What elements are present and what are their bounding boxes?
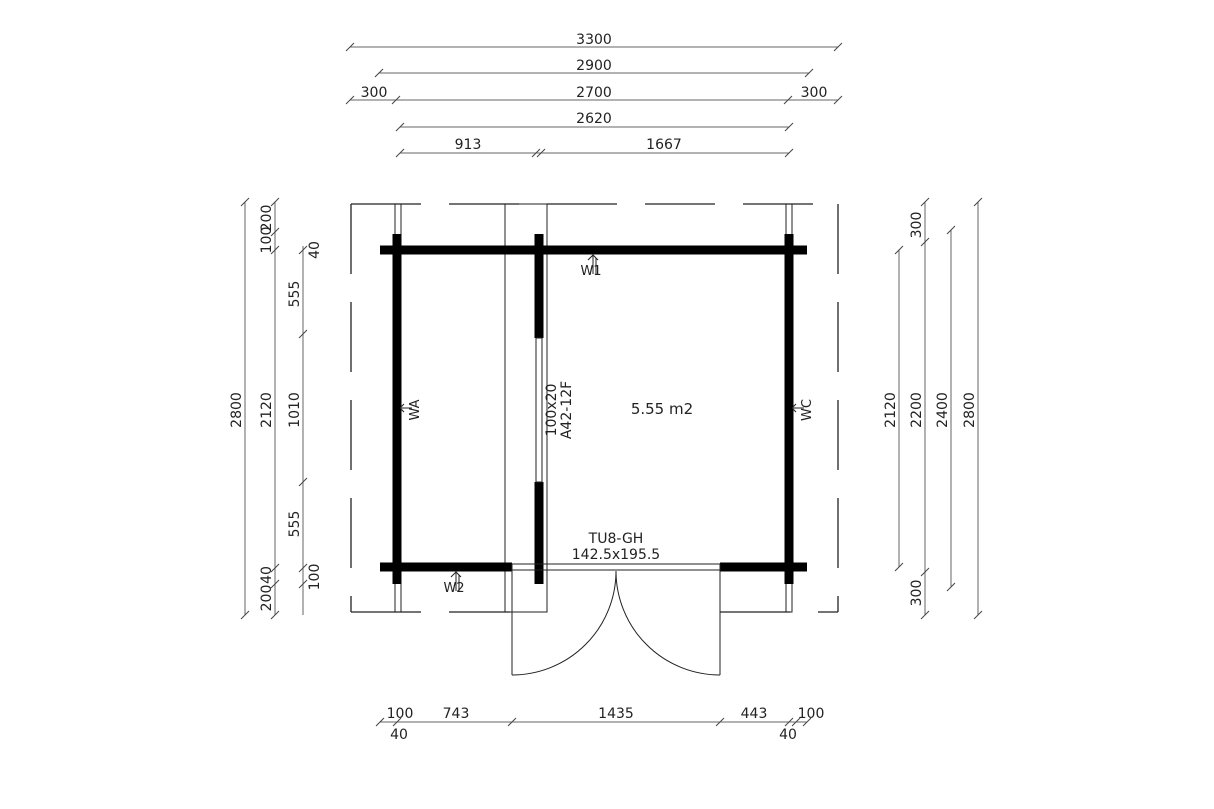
dim-right-300-bottom: 300 <box>909 580 925 607</box>
dim-left-1010: 1010 <box>287 392 303 428</box>
dim-right-2400: 2400 <box>935 392 951 428</box>
dim-bottom-443: 443 <box>741 706 768 722</box>
dim-right-300-top: 300 <box>909 212 925 239</box>
wall-marker-1: W1 <box>580 254 602 279</box>
dim-left-100-bottom: 100 <box>307 564 323 591</box>
dim-right-2800: 2800 <box>962 392 978 428</box>
dim-bottom-100-left: 100 <box>387 706 414 722</box>
dim-right-2200: 2200 <box>909 392 925 428</box>
dim-913: 913 <box>455 137 482 153</box>
walls <box>380 234 807 584</box>
door-code: TU8-GH <box>588 531 644 547</box>
wall-marker-c-arrow <box>791 403 804 413</box>
dim-left-200-bottom: 200 <box>259 585 275 612</box>
dim-bottom-743: 743 <box>443 706 470 722</box>
floor-area: 5.55 m2 <box>631 400 693 418</box>
wall-marker-a-arrow <box>399 403 412 413</box>
dim-left-555-top: 555 <box>287 281 303 308</box>
top-dimensions: 3300 2900 300 2700 300 2620 913 1667 <box>345 32 843 158</box>
dim-bottom-100-right: 100 <box>798 706 825 722</box>
partition-code: A42-12F <box>559 381 575 439</box>
wall-marker-c-label: WC <box>800 399 815 421</box>
double-door <box>511 563 721 676</box>
bottom-dimensions: 100 743 1435 443 100 40 40 <box>375 706 825 743</box>
roof-outline <box>350 203 839 613</box>
right-dimensions: 2120 300 2200 300 2400 2800 <box>883 197 983 620</box>
dim-right-2120: 2120 <box>883 392 899 428</box>
partition-size: 100x20 <box>544 384 560 437</box>
wall-marker-1-label: W1 <box>580 264 601 279</box>
wall-marker-a: WA <box>408 399 423 420</box>
left-dimensions: 2800 200 100 2120 40 200 40 555 1010 555… <box>229 197 323 620</box>
dim-left-2800: 2800 <box>229 392 245 428</box>
dim-left-40-bottom: 40 <box>259 566 275 584</box>
dim-2900: 2900 <box>576 58 612 74</box>
door-size: 142.5x195.5 <box>572 547 660 563</box>
wall-marker-a-label: WA <box>408 399 423 420</box>
dim-1667: 1667 <box>646 137 682 153</box>
dim-300-right: 300 <box>801 85 828 101</box>
dim-2620: 2620 <box>576 111 612 127</box>
dim-left-40-top: 40 <box>307 241 323 259</box>
partition-opening <box>535 337 543 483</box>
dim-3300: 3300 <box>576 32 612 48</box>
dim-left-100-top: 100 <box>259 227 275 254</box>
partition-label: 100x20 A42-12F <box>544 381 575 439</box>
dim-bottom-40-left: 40 <box>390 727 408 743</box>
dim-2700: 2700 <box>576 85 612 101</box>
dim-left-200-top: 200 <box>259 205 275 232</box>
dim-left-555-bottom: 555 <box>287 511 303 538</box>
wall-marker-c: WC <box>800 399 815 421</box>
dim-300-left: 300 <box>361 85 388 101</box>
dim-bottom-1435: 1435 <box>598 706 634 722</box>
wall-marker-2: W2 <box>443 571 465 596</box>
dim-left-2120: 2120 <box>259 392 275 428</box>
dim-bottom-40-right: 40 <box>779 727 797 743</box>
wall-marker-2-label: W2 <box>443 581 464 596</box>
